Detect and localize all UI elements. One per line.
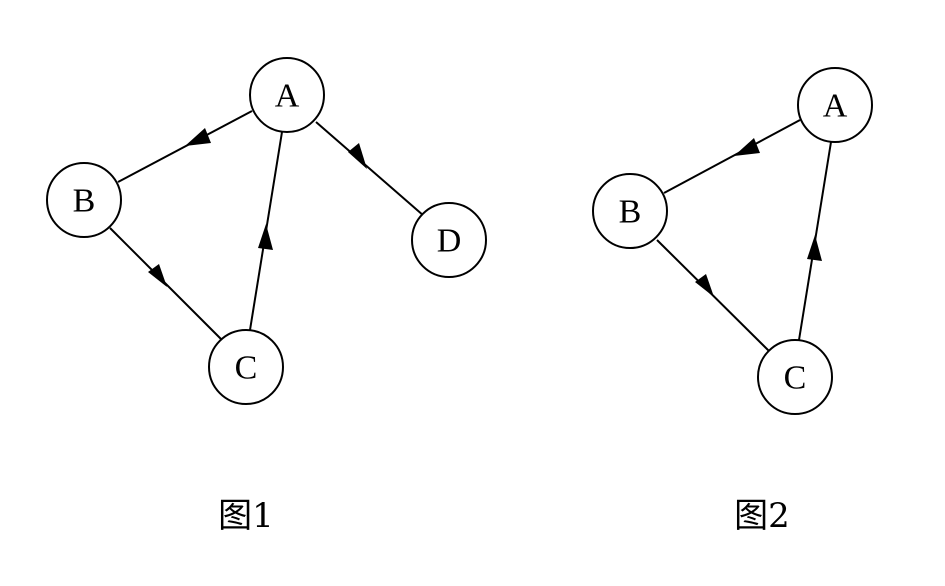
figure-2-arrow-a-b [734, 138, 760, 156]
figure-2-caption: 图2 [734, 496, 790, 536]
figure-2-arrow-b-c [695, 274, 714, 297]
figure-2-node-a: A [797, 67, 873, 143]
figure-2-node-c-label: C [784, 360, 807, 397]
figure-1-arrow-c-a [258, 224, 273, 250]
figure-1-arrow-a-b [185, 128, 211, 146]
figure-1-node-c-circle [208, 329, 284, 405]
figure-1: A B C D 图1 [46, 57, 487, 536]
figure-2-node-a-circle [797, 67, 873, 143]
figure-2: A B C 图2 [592, 67, 873, 536]
figure-1-arrow-b-c [148, 264, 167, 287]
figure-1-node-d: D [411, 202, 487, 278]
figure-1-node-a-circle [249, 57, 325, 133]
figure-1-edge-a-d [315, 121, 425, 217]
figure-1-edge-a-b [117, 110, 253, 183]
figure-2-edges [656, 119, 832, 353]
figure-1-node-c-label: C [235, 350, 258, 387]
figure-1-node-b-label: B [73, 183, 96, 220]
figure-1-node-c: C [208, 329, 284, 405]
figure-1-node-d-label: D [437, 223, 462, 260]
figure-1-arrow-a-d [348, 143, 367, 169]
figure-1-node-a: A [249, 57, 325, 133]
figure-2-node-b-label: B [619, 194, 642, 231]
figure-2-arrow-c-a [807, 235, 822, 261]
figure-2-node-a-label: A [823, 88, 848, 125]
figure-2-node-c-circle [757, 339, 833, 415]
figure-1-edge-b-c [109, 227, 223, 341]
figure-1-caption: 图1 [218, 496, 274, 536]
figure-2-edge-a-b [663, 119, 801, 194]
figure-1-edges [109, 110, 425, 341]
figure-1-node-a-label: A [275, 78, 300, 115]
figure-1-node-b-circle [46, 162, 122, 238]
figure-2-node-b-circle [592, 173, 668, 249]
figure-2-node-c: C [757, 339, 833, 415]
figure-1-node-d-circle [411, 202, 487, 278]
figure-1-node-b: B [46, 162, 122, 238]
figure-2-node-b: B [592, 173, 668, 249]
